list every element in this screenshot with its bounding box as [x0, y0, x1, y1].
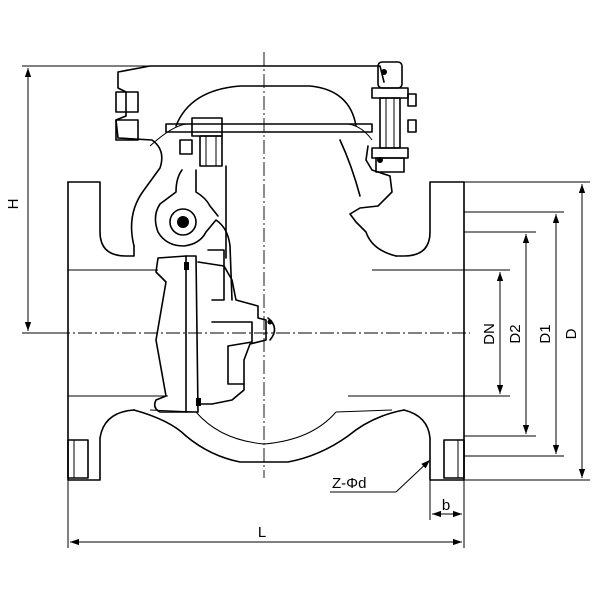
valve-body	[67, 65, 465, 481]
valve-disc	[153, 255, 276, 413]
label-b: b	[442, 497, 450, 514]
label-d: D	[563, 328, 580, 339]
centerlines	[34, 52, 470, 478]
leader-bolt-holes: Z-Φd	[330, 459, 431, 493]
label-d2: D2	[507, 324, 524, 343]
bonnet-bolt-right	[371, 61, 417, 173]
bonnet-bolt-left	[179, 117, 223, 167]
label-bolt-holes: Z-Φd	[332, 475, 366, 492]
dimension-l: L	[67, 480, 462, 548]
label-h: H	[5, 199, 22, 210]
dimension-b: b	[429, 480, 465, 548]
bottom-bolt-left	[67, 439, 89, 479]
bonnet-cover	[115, 85, 373, 141]
bottom-bolt-right	[443, 439, 465, 479]
hinge-arm	[154, 169, 233, 301]
dimension-d1: D1	[464, 211, 564, 457]
label-dn: DN	[481, 323, 498, 345]
dimension-d2: D2	[464, 231, 536, 437]
label-l: L	[258, 524, 266, 541]
dimension-dn: DN	[464, 269, 510, 397]
label-d1: D1	[537, 324, 554, 343]
dimension-d: D	[464, 181, 590, 481]
dimension-h: H	[5, 65, 150, 334]
